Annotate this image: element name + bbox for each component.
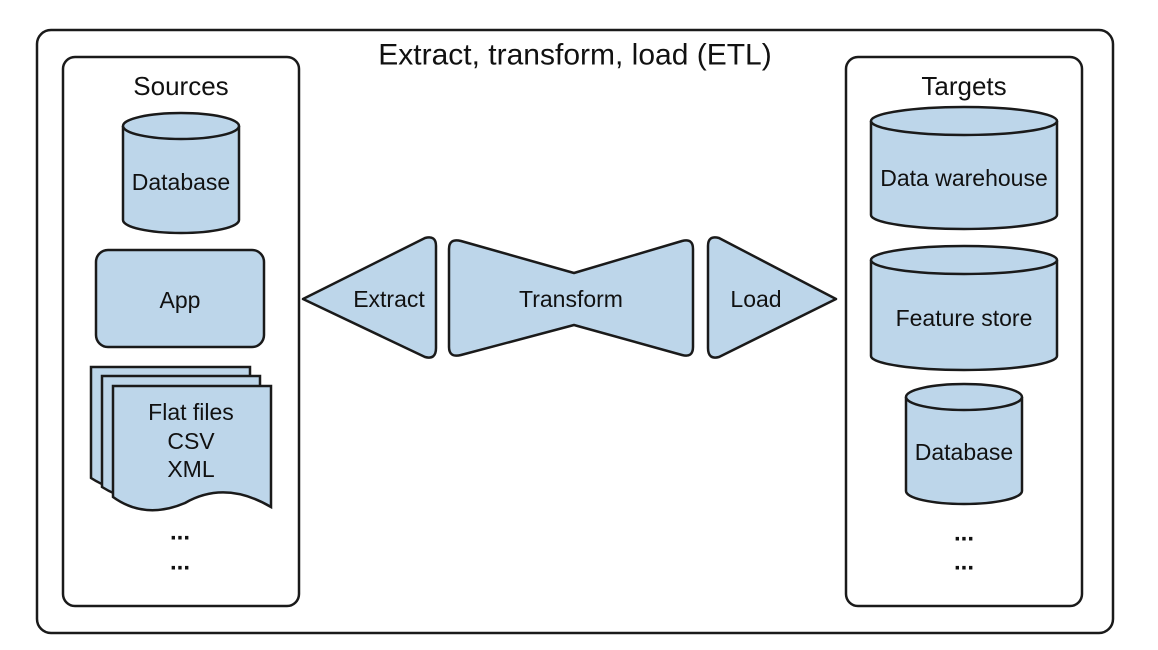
transform-bowtie-shape xyxy=(447,239,695,357)
source-database-label: Database xyxy=(132,169,230,195)
sources-title: Sources xyxy=(133,71,228,101)
target-database-label: Database xyxy=(915,439,1013,465)
data-warehouse-label: Data warehouse xyxy=(880,165,1048,191)
targets-panel: Targets Data warehouse Feature store Dat… xyxy=(844,55,1084,608)
extract-arrow-shape xyxy=(301,236,438,359)
extract-label: Extract xyxy=(353,286,425,312)
target-feature-store-cylinder: Feature store xyxy=(869,244,1059,372)
transform-label: Transform xyxy=(519,286,623,312)
source-app-rect xyxy=(94,248,266,349)
target-database-body xyxy=(904,397,1024,506)
source-app-label: App xyxy=(160,287,201,313)
source-app-box: App xyxy=(94,248,266,349)
feature-store-body xyxy=(869,260,1059,372)
source-database-body xyxy=(121,126,241,235)
source-database-cylinder: Database xyxy=(121,111,241,235)
flat-file-page-front xyxy=(111,384,273,512)
source-database-top xyxy=(121,111,241,141)
load-label: Load xyxy=(730,286,781,312)
feature-store-label: Feature store xyxy=(896,305,1033,331)
targets-ellipsis-1: ... xyxy=(954,520,974,547)
load-stage: Load xyxy=(706,236,838,359)
outer-frame xyxy=(35,28,1115,635)
targets-title: Targets xyxy=(921,71,1006,101)
target-data-warehouse-cylinder: Data warehouse xyxy=(869,105,1059,231)
flat-files-label-line3: XML xyxy=(167,456,215,482)
diagram-title: Extract, transform, load (ETL) xyxy=(378,39,771,72)
data-warehouse-body xyxy=(869,121,1059,231)
sources-panel: Sources Database App Flat files CSV XML … xyxy=(61,55,301,608)
target-database-cylinder: Database xyxy=(904,382,1024,506)
data-warehouse-top xyxy=(869,105,1059,137)
sources-ellipsis-1: ... xyxy=(170,519,190,546)
targets-ellipsis-2: ... xyxy=(954,549,974,576)
extract-stage: Extract xyxy=(301,236,438,359)
transform-stage: Transform xyxy=(447,239,695,357)
flat-files-label-line2: CSV xyxy=(167,428,215,454)
sources-ellipsis-2: ... xyxy=(170,549,190,576)
target-database-top xyxy=(904,382,1024,412)
flat-files-label-line1: Flat files xyxy=(148,399,234,425)
feature-store-top xyxy=(869,244,1059,276)
load-arrow-shape xyxy=(706,236,838,359)
source-flat-files-stack: Flat files CSV XML xyxy=(89,365,273,512)
